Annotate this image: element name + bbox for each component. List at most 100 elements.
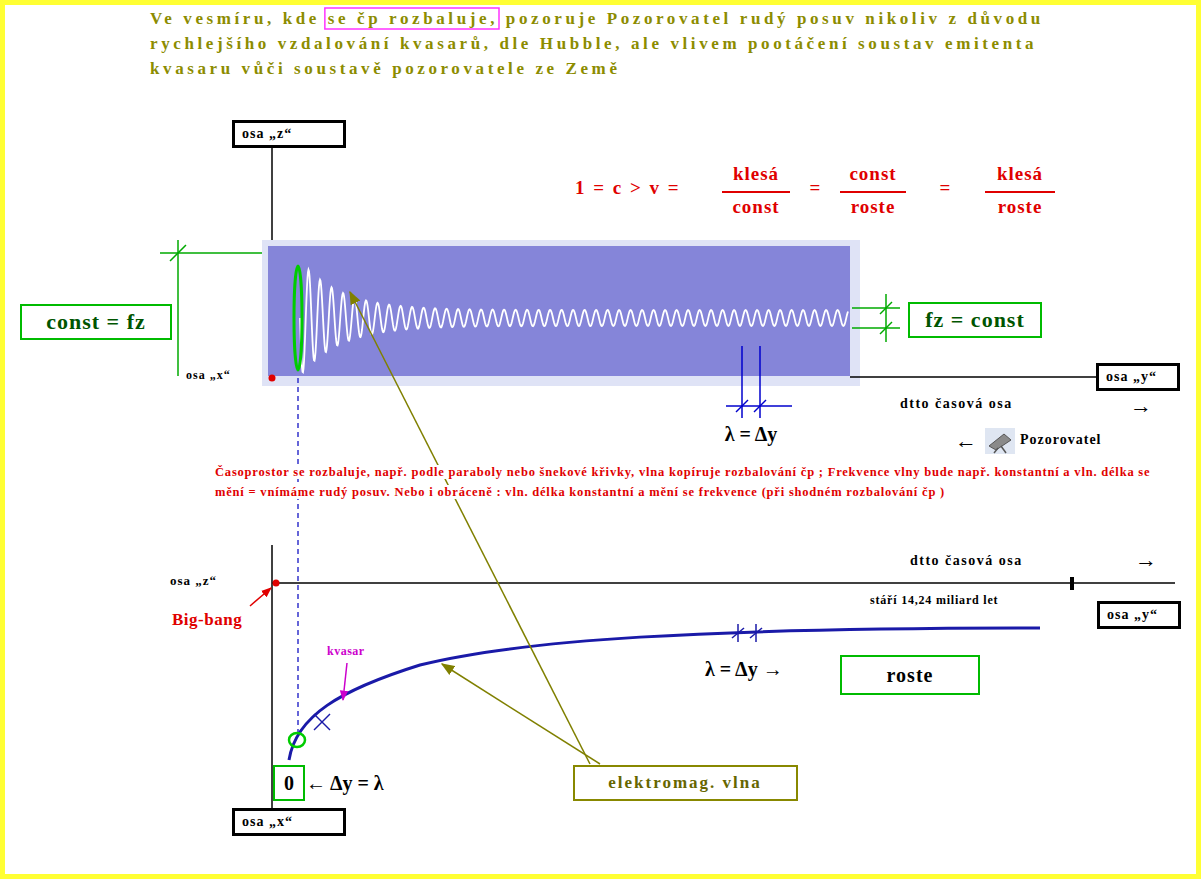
amplitude-box: const = fz — [20, 304, 172, 340]
box-text: osa „x“ — [242, 814, 293, 830]
wavelength-tick — [314, 714, 330, 730]
observer-label-holder: Pozorovatel — [1020, 432, 1102, 448]
telescope-leg — [1001, 446, 1006, 453]
equals-sign-holder: = — [940, 177, 951, 199]
wavelength-tick — [750, 628, 762, 638]
dimension-tick — [170, 245, 186, 261]
wave-pointer — [442, 664, 600, 764]
axis-label-holder: osa „z“ — [170, 574, 217, 589]
spacetime-frame — [262, 240, 860, 386]
fraction-numerator: klesá — [733, 163, 779, 184]
wavelength-label: λ = Δy — [725, 423, 778, 445]
equals-sign: = — [940, 177, 951, 198]
result-box: roste — [840, 655, 980, 695]
amplitude-dimension — [160, 240, 900, 376]
note-text: Časoprostor se rozbaluje, např. podle pa… — [215, 465, 1150, 499]
y-axis — [850, 376, 1098, 378]
amplitude-box: fz = const — [908, 302, 1042, 338]
wave-pointer — [350, 292, 590, 764]
source-ring — [294, 266, 302, 370]
fraction-denominator-holder: roste — [998, 196, 1043, 218]
wavelength-tick — [314, 714, 330, 730]
projection-line — [297, 378, 299, 735]
box-text: roste — [887, 664, 934, 687]
direction-arrow-holder: → — [1130, 393, 1152, 418]
dimension-tick — [754, 400, 766, 412]
wavelength-marks — [314, 624, 762, 730]
axis-box: osa „y“ — [1097, 601, 1181, 629]
age-label: stáří 14,24 miliard let — [870, 593, 998, 607]
dimension-line — [852, 307, 900, 309]
note-text-holder: Časoprostor se rozbaluje, např. podle pa… — [215, 462, 1160, 502]
direction-arrow: → — [1135, 547, 1157, 572]
source-ring — [289, 733, 305, 747]
title-text: Ve vesmíru, kde se čp rozbaluje, pozoruj… — [150, 6, 1110, 81]
telescope-tube — [989, 434, 1011, 450]
wavelength-tick — [732, 628, 744, 638]
spacetime-band — [268, 246, 850, 376]
fraction-bar — [722, 191, 790, 193]
time-axis-label-holder: dtto časová osa — [910, 553, 1023, 569]
time-axis-label: dtto časová osa — [900, 396, 1013, 411]
dimension-line — [852, 327, 900, 329]
direction-arrow: ← — [955, 428, 977, 453]
wavelength-label-holder: λ = Δy — [725, 423, 778, 446]
fraction-bars — [722, 191, 1055, 193]
fraction-numerator-holder: const — [849, 163, 896, 185]
fraction-bar — [985, 191, 1055, 193]
time-axis-label: dtto časová osa — [910, 553, 1023, 568]
quasar-pointer — [343, 663, 347, 700]
box-text: elektromag. vlna — [608, 773, 762, 793]
direction-arrow-holder: → — [1135, 547, 1157, 572]
axis-label: osa „x“ — [186, 368, 231, 382]
fraction-numerator: const — [849, 163, 896, 184]
quasar-label: kvasar — [327, 644, 365, 658]
box-text: osa „y“ — [1107, 607, 1158, 623]
wave-caption-box: elektromag. vlna — [573, 765, 798, 801]
age-tick — [1070, 577, 1074, 590]
origin-dot — [269, 375, 276, 382]
fraction-numerator: klesá — [997, 163, 1043, 184]
fraction-denominator: roste — [998, 196, 1043, 217]
box-text: const = fz — [46, 309, 146, 335]
formula-text: 1 = c > v = — [575, 177, 681, 198]
box-text: fz = const — [925, 307, 1025, 333]
expansion-curve — [289, 628, 1040, 760]
axis-box: osa „y“ — [1096, 363, 1180, 391]
dimension-tick — [880, 302, 892, 314]
wavelength-label: λ = Δy → — [705, 658, 783, 680]
wavelength-label: ← Δy = λ — [306, 772, 384, 794]
axis-label: osa „z“ — [170, 573, 217, 588]
wavelength-label-holder: ← Δy = λ — [306, 772, 384, 795]
quasar-label-holder: kvasar — [327, 645, 365, 659]
equals-sign-holder: = — [810, 177, 821, 199]
big-bang-label-holder: Big-bang — [172, 610, 242, 630]
wavelength-dimension — [726, 346, 792, 418]
time-axis-label-holder: dtto časová osa — [900, 396, 1013, 412]
time-axis — [272, 582, 1175, 584]
fraction-denominator: roste — [851, 196, 896, 217]
fraction-numerator-holder: klesá — [997, 163, 1043, 185]
direction-arrow-holder: ← — [955, 428, 977, 453]
formula-text-holder: 1 = c > v = — [575, 177, 681, 199]
box-text: osa „y“ — [1106, 369, 1157, 385]
age-label-holder: stáří 14,24 miliard let — [870, 594, 998, 608]
dimension-tick — [736, 400, 748, 412]
dimension-line — [885, 294, 887, 342]
zero-box: 0 — [273, 765, 305, 801]
wavelength-label-holder: λ = Δy → — [705, 658, 783, 681]
dimension-line — [160, 252, 262, 254]
axis-box: osa „x“ — [232, 808, 346, 836]
dimension-tick — [880, 322, 892, 334]
fraction-denominator-holder: roste — [851, 196, 896, 218]
box-text: osa „z“ — [242, 126, 292, 142]
axis-label-holder: osa „x“ — [186, 369, 231, 383]
axis-box: osa „z“ — [232, 120, 346, 148]
box-text: 0 — [284, 772, 294, 795]
dimension-line — [177, 240, 179, 376]
page-frame — [3, 3, 1199, 877]
fraction-denominator: const — [732, 196, 779, 217]
fraction-denominator-holder: const — [732, 196, 779, 218]
telescope-leg — [994, 448, 998, 453]
